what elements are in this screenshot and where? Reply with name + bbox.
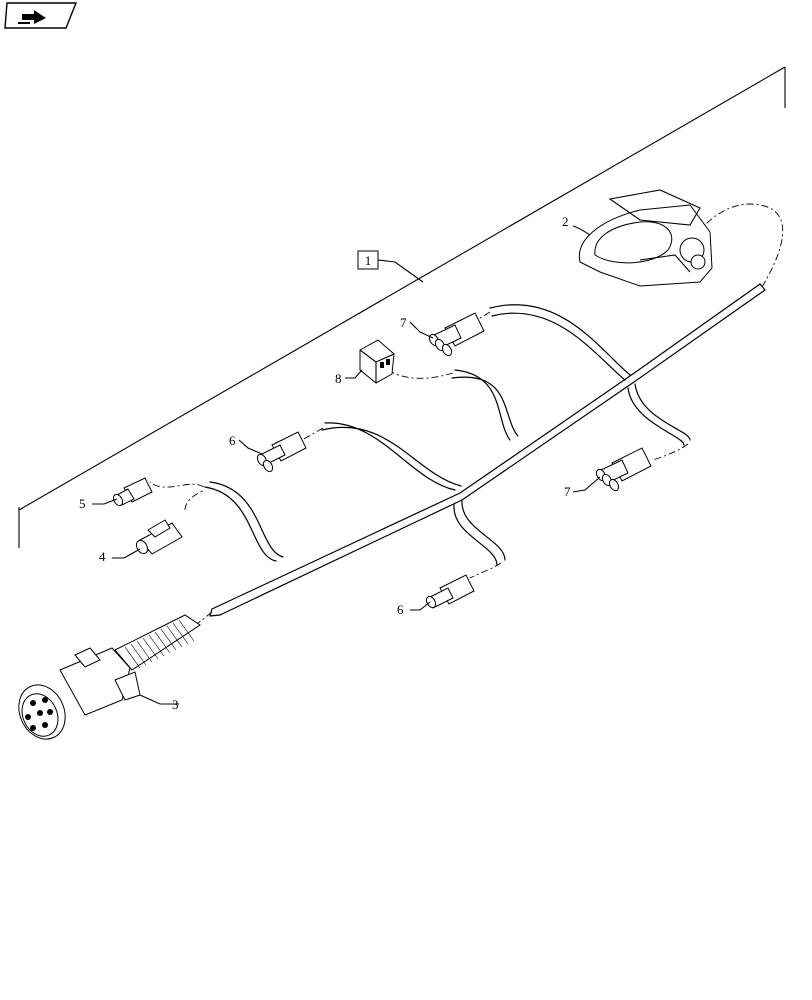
- dash-links: [149, 203, 784, 625]
- connector-7-upper: [428, 312, 485, 357]
- harness-wires: [204, 283, 766, 617]
- callout-7-upper: 7: [400, 315, 407, 330]
- connector-6-upper: [256, 431, 307, 473]
- callout-6-lower: 6: [397, 602, 404, 617]
- callout-4: 4: [99, 549, 106, 564]
- page-flip-arrow-icon[interactable]: [4, 2, 78, 29]
- callout-3: 3: [172, 697, 179, 712]
- callout-2: 2: [562, 214, 569, 229]
- assembly-callout-label: 1: [365, 253, 372, 268]
- assembly-bracket: [18, 66, 786, 548]
- connector-5: [112, 477, 153, 507]
- callout-6-upper: 6: [229, 433, 236, 448]
- callout-labels: 2 3 4 5 6 6 7 7 8: [79, 214, 571, 712]
- connector-6-lower: [425, 574, 475, 609]
- callout-7-right: 7: [564, 484, 571, 499]
- assembly-callout: 1: [357, 250, 424, 283]
- socket-connector-2: [578, 189, 713, 287]
- callout-8: 8: [335, 371, 342, 386]
- plug-connector-3: [18, 614, 201, 740]
- connector-8: [359, 339, 395, 384]
- connector-4: [135, 519, 183, 555]
- leader-lines: [92, 225, 601, 705]
- connector-7-right: [595, 447, 652, 492]
- callout-5: 5: [79, 496, 86, 511]
